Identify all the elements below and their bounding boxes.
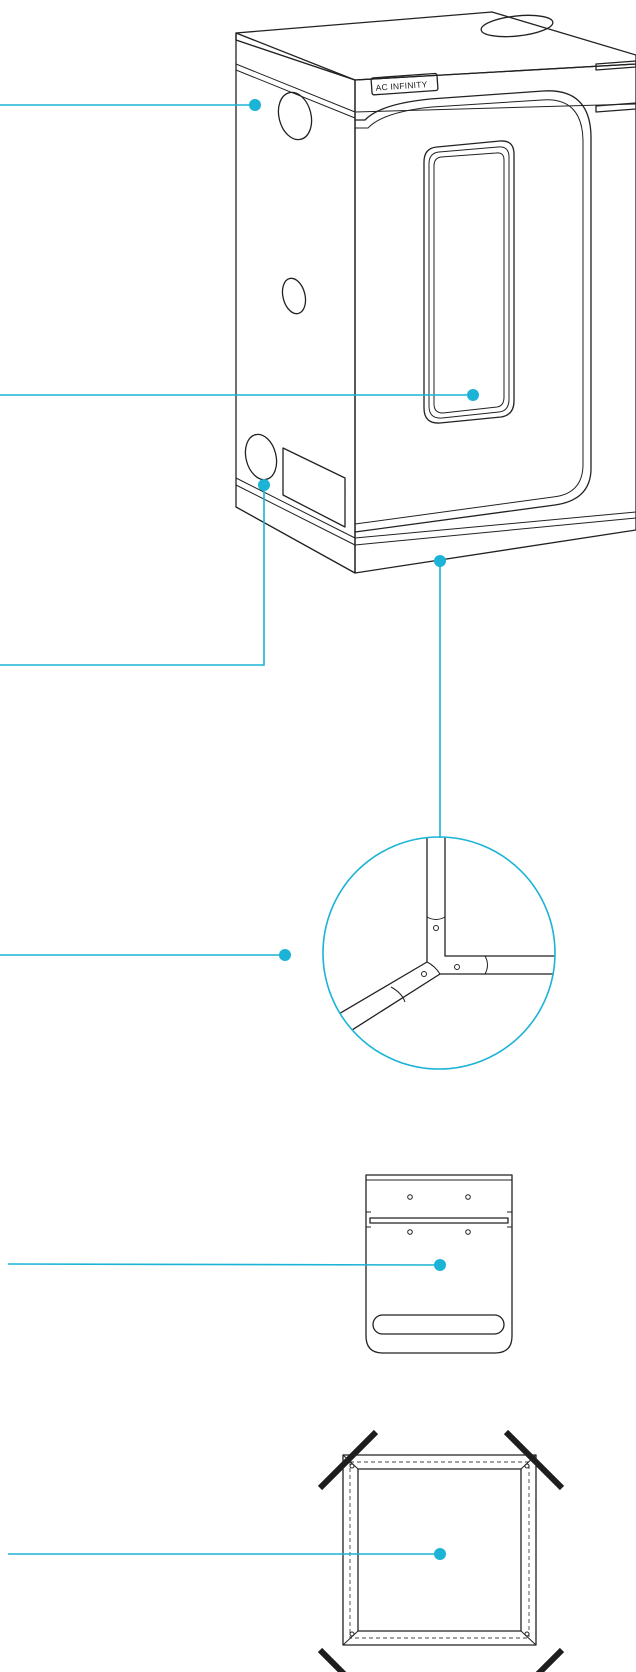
corner-detail-magnifier xyxy=(322,836,556,1070)
top-vent-opening xyxy=(480,14,554,38)
grow-tent-illustration: AC INFINITY xyxy=(235,11,636,574)
dot-marker-icon xyxy=(467,389,479,401)
frame-corner-gussets xyxy=(342,1454,537,1646)
brand-tag xyxy=(370,72,439,96)
front-vent-slit-upper xyxy=(595,60,636,71)
frame-outer xyxy=(342,1454,537,1646)
frame-stake-br xyxy=(535,1647,565,1672)
side-vent-flap xyxy=(282,447,346,528)
bracket-plate xyxy=(365,1174,513,1354)
tent-base-edge xyxy=(235,506,356,574)
side-duct-port-lower xyxy=(244,433,278,481)
front-bottom-seam xyxy=(354,511,636,539)
bracket-rail xyxy=(369,1217,509,1224)
dot-marker-icon xyxy=(249,99,261,111)
tent-top-edge xyxy=(235,39,356,81)
callouts xyxy=(0,99,479,1560)
door-zipper-inner xyxy=(354,99,584,525)
callout-top-vent-port xyxy=(0,99,261,111)
corner-horizontal-joint xyxy=(484,955,488,975)
corner-diagonal-joint xyxy=(390,986,406,1003)
side-duct-port-upper xyxy=(277,91,313,141)
frame-stake-tr xyxy=(503,1429,565,1491)
frame-stake-bl xyxy=(317,1647,347,1672)
corner-pin-right xyxy=(454,964,460,970)
side-cable-port xyxy=(281,277,307,315)
corner-connector-arc xyxy=(426,961,441,975)
dot-marker-icon xyxy=(434,555,446,567)
bracket-hole xyxy=(465,1229,471,1235)
frame-stitching xyxy=(349,1461,530,1639)
frame-rivet xyxy=(524,1631,530,1637)
bracket-hole xyxy=(407,1229,413,1235)
bracket-hole xyxy=(407,1194,413,1200)
corner-pin-left xyxy=(421,971,427,977)
side-top-seam xyxy=(235,63,356,113)
tent-top-panel xyxy=(235,11,636,81)
side-bottom-seam-inner xyxy=(235,484,356,546)
dot-marker-icon xyxy=(279,949,291,961)
frame-rivet xyxy=(524,1463,530,1469)
dot-marker-icon xyxy=(434,1259,446,1271)
corner-vertical-pole xyxy=(426,837,446,963)
door-zipper-outer xyxy=(354,90,592,533)
dot-marker-icon xyxy=(258,479,270,491)
tent-front-panel xyxy=(354,63,636,574)
bracket-slot xyxy=(372,1314,505,1335)
frame-rivet xyxy=(349,1463,355,1469)
corner-pin-top xyxy=(433,925,439,931)
callout-floor-frame xyxy=(8,1548,446,1560)
tent-side-panel xyxy=(235,32,356,574)
frame-inner xyxy=(357,1468,522,1632)
floor-frame-illustration xyxy=(317,1429,565,1672)
frame-rivet xyxy=(349,1631,355,1637)
frame-corner-detail xyxy=(323,837,555,1045)
front-top-seam xyxy=(354,103,636,113)
side-top-seam-inner xyxy=(235,69,356,119)
callout-viewing-window xyxy=(0,389,479,401)
front-bottom-seam-inner xyxy=(354,517,636,546)
dot-marker-icon xyxy=(434,1548,446,1560)
bracket-hole xyxy=(465,1194,471,1200)
front-vent-slit-lower xyxy=(595,102,636,113)
corner-pole-joint xyxy=(426,916,446,920)
callout-bottom-vent-port xyxy=(0,479,270,666)
callout-frame-corner-detail xyxy=(0,555,446,961)
viewing-window xyxy=(423,140,515,424)
side-bottom-seam xyxy=(235,477,356,539)
bracket-notches xyxy=(366,1211,512,1228)
callout-mounting-bracket xyxy=(7,1259,446,1271)
brand-label: AC INFINITY xyxy=(375,79,427,93)
mounting-bracket-illustration xyxy=(365,1174,513,1354)
corner-horizontal-pole xyxy=(439,955,555,975)
